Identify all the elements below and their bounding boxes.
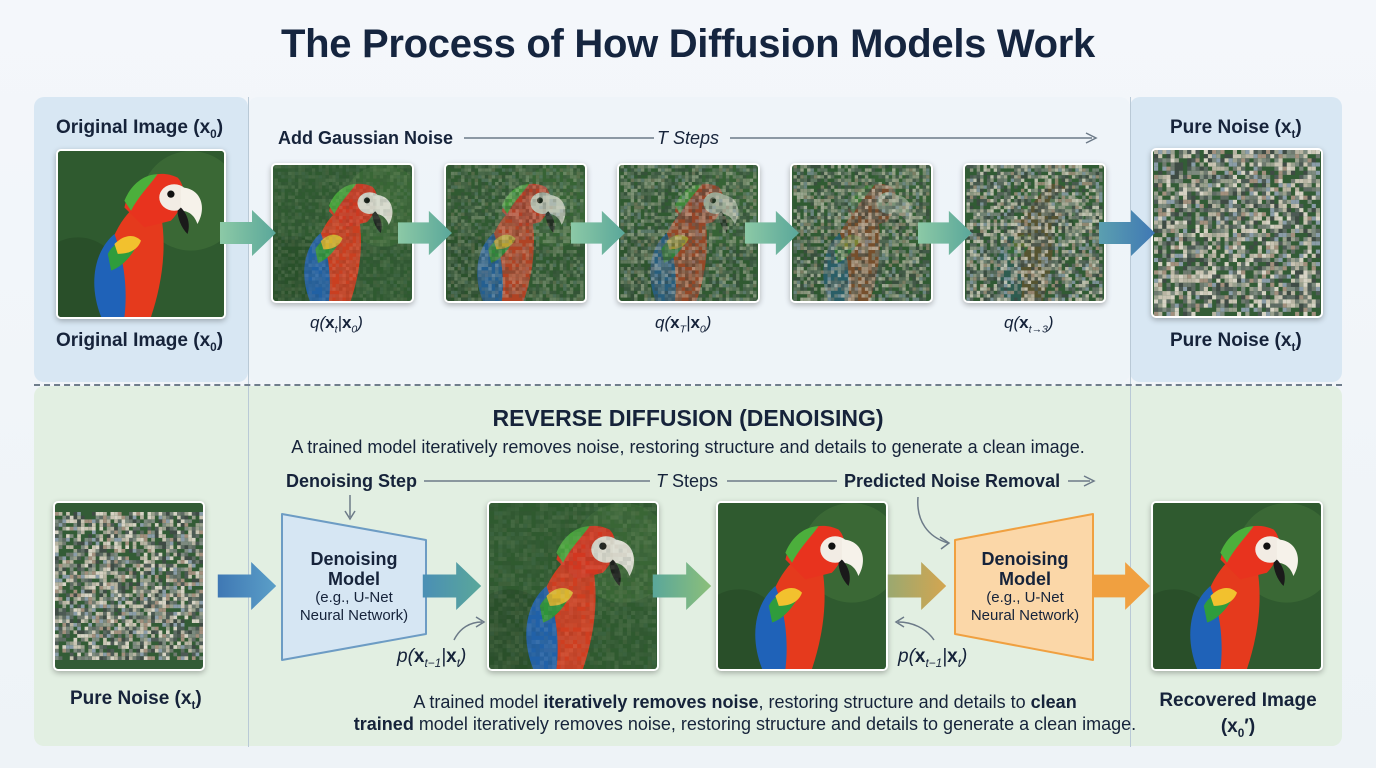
right-arrow-icon [216, 562, 278, 610]
denoising-model-blue [281, 513, 427, 661]
down-arrow-icon [344, 495, 356, 521]
reverse-description-line-2: trained model iteratively removes noise,… [353, 714, 1137, 734]
noisy-image-step-4 [790, 163, 933, 303]
predicted-noise-removal-label: Predicted Noise Removal [844, 471, 1061, 491]
noisy-image-step-2 [444, 163, 587, 303]
right-arrow-icon [918, 210, 972, 256]
reverse-pure-noise-label: Pure Noise (xt) [70, 688, 202, 712]
right-arrow-icon [571, 210, 625, 256]
curved-arrow-icon [917, 496, 951, 550]
right-arrow-icon [745, 210, 799, 256]
partially-denoised-image [487, 501, 659, 671]
denoising-model-orange [954, 513, 1094, 661]
noisy-image-step-5 [963, 163, 1106, 303]
forward-steps-line-left [464, 137, 654, 139]
recovered-image-label: Recovered Image (x0′) [1159, 690, 1317, 740]
forward-equation-3: q(xt→3) [1004, 313, 1054, 336]
denoising-step-label: Denoising Step [286, 471, 418, 491]
reverse-equation-2: p(xt−1|xt) [898, 646, 968, 670]
reverse-steps-line-left [424, 480, 650, 482]
reverse-steps-arrow [1068, 475, 1096, 487]
reverse-steps-line-right [727, 480, 837, 482]
original-image-label-top: Original Image (x0) [56, 117, 224, 141]
curved-arrow-icon [453, 616, 486, 641]
right-arrow-icon [1092, 562, 1150, 610]
right-arrow-icon [1098, 210, 1156, 256]
forward-steps-arrow [730, 132, 1098, 144]
reverse-diffusion-subtitle: A trained model iteratively removes nois… [291, 437, 1085, 457]
forward-equation-2: q(xT|x0) [655, 313, 712, 336]
reverse-equation-1: p(xt−1|xt) [397, 646, 467, 670]
pure-noise-label-bottom: Pure Noise (xt) [1170, 330, 1302, 354]
pure-noise-label-top: Pure Noise (xt) [1170, 117, 1302, 141]
noisy-image-step-3 [617, 163, 760, 303]
right-divider-line [1130, 97, 1131, 747]
original-parrot-image [56, 149, 226, 319]
right-arrow-icon [652, 562, 712, 610]
t-steps-label-forward: T Steps [657, 128, 720, 148]
denoised-image [716, 501, 888, 671]
right-arrow-icon [398, 210, 452, 256]
noisy-image-step-1 [271, 163, 414, 303]
t-steps-label-reverse: T Steps [656, 471, 719, 491]
right-arrow-icon [422, 562, 482, 610]
denoising-model-blue-text: Denoising Model (e.g., U-Net Neural Netw… [299, 549, 409, 624]
add-gaussian-noise-label: Add Gaussian Noise [278, 128, 454, 148]
denoising-model-orange-text: Denoising Model (e.g., U-Net Neural Netw… [970, 549, 1080, 624]
recovered-image [1151, 501, 1323, 671]
pure-noise-image [1151, 148, 1323, 318]
reverse-description-line-1: A trained model iteratively removes nois… [413, 692, 1077, 712]
right-arrow-icon [884, 562, 950, 610]
page-title: The Process of How Diffusion Models Work [280, 22, 1096, 66]
curved-arrow-icon [894, 616, 935, 641]
section-divider [34, 384, 1342, 386]
original-image-label-bottom: Original Image (x0) [56, 330, 224, 354]
right-arrow-icon [220, 210, 276, 256]
left-divider-line [248, 97, 249, 747]
reverse-diffusion-title: REVERSE DIFFUSION (DENOISING) [492, 405, 884, 431]
forward-equation-1: q(xt|x0) [310, 313, 363, 336]
reverse-pure-noise-image [53, 501, 205, 671]
